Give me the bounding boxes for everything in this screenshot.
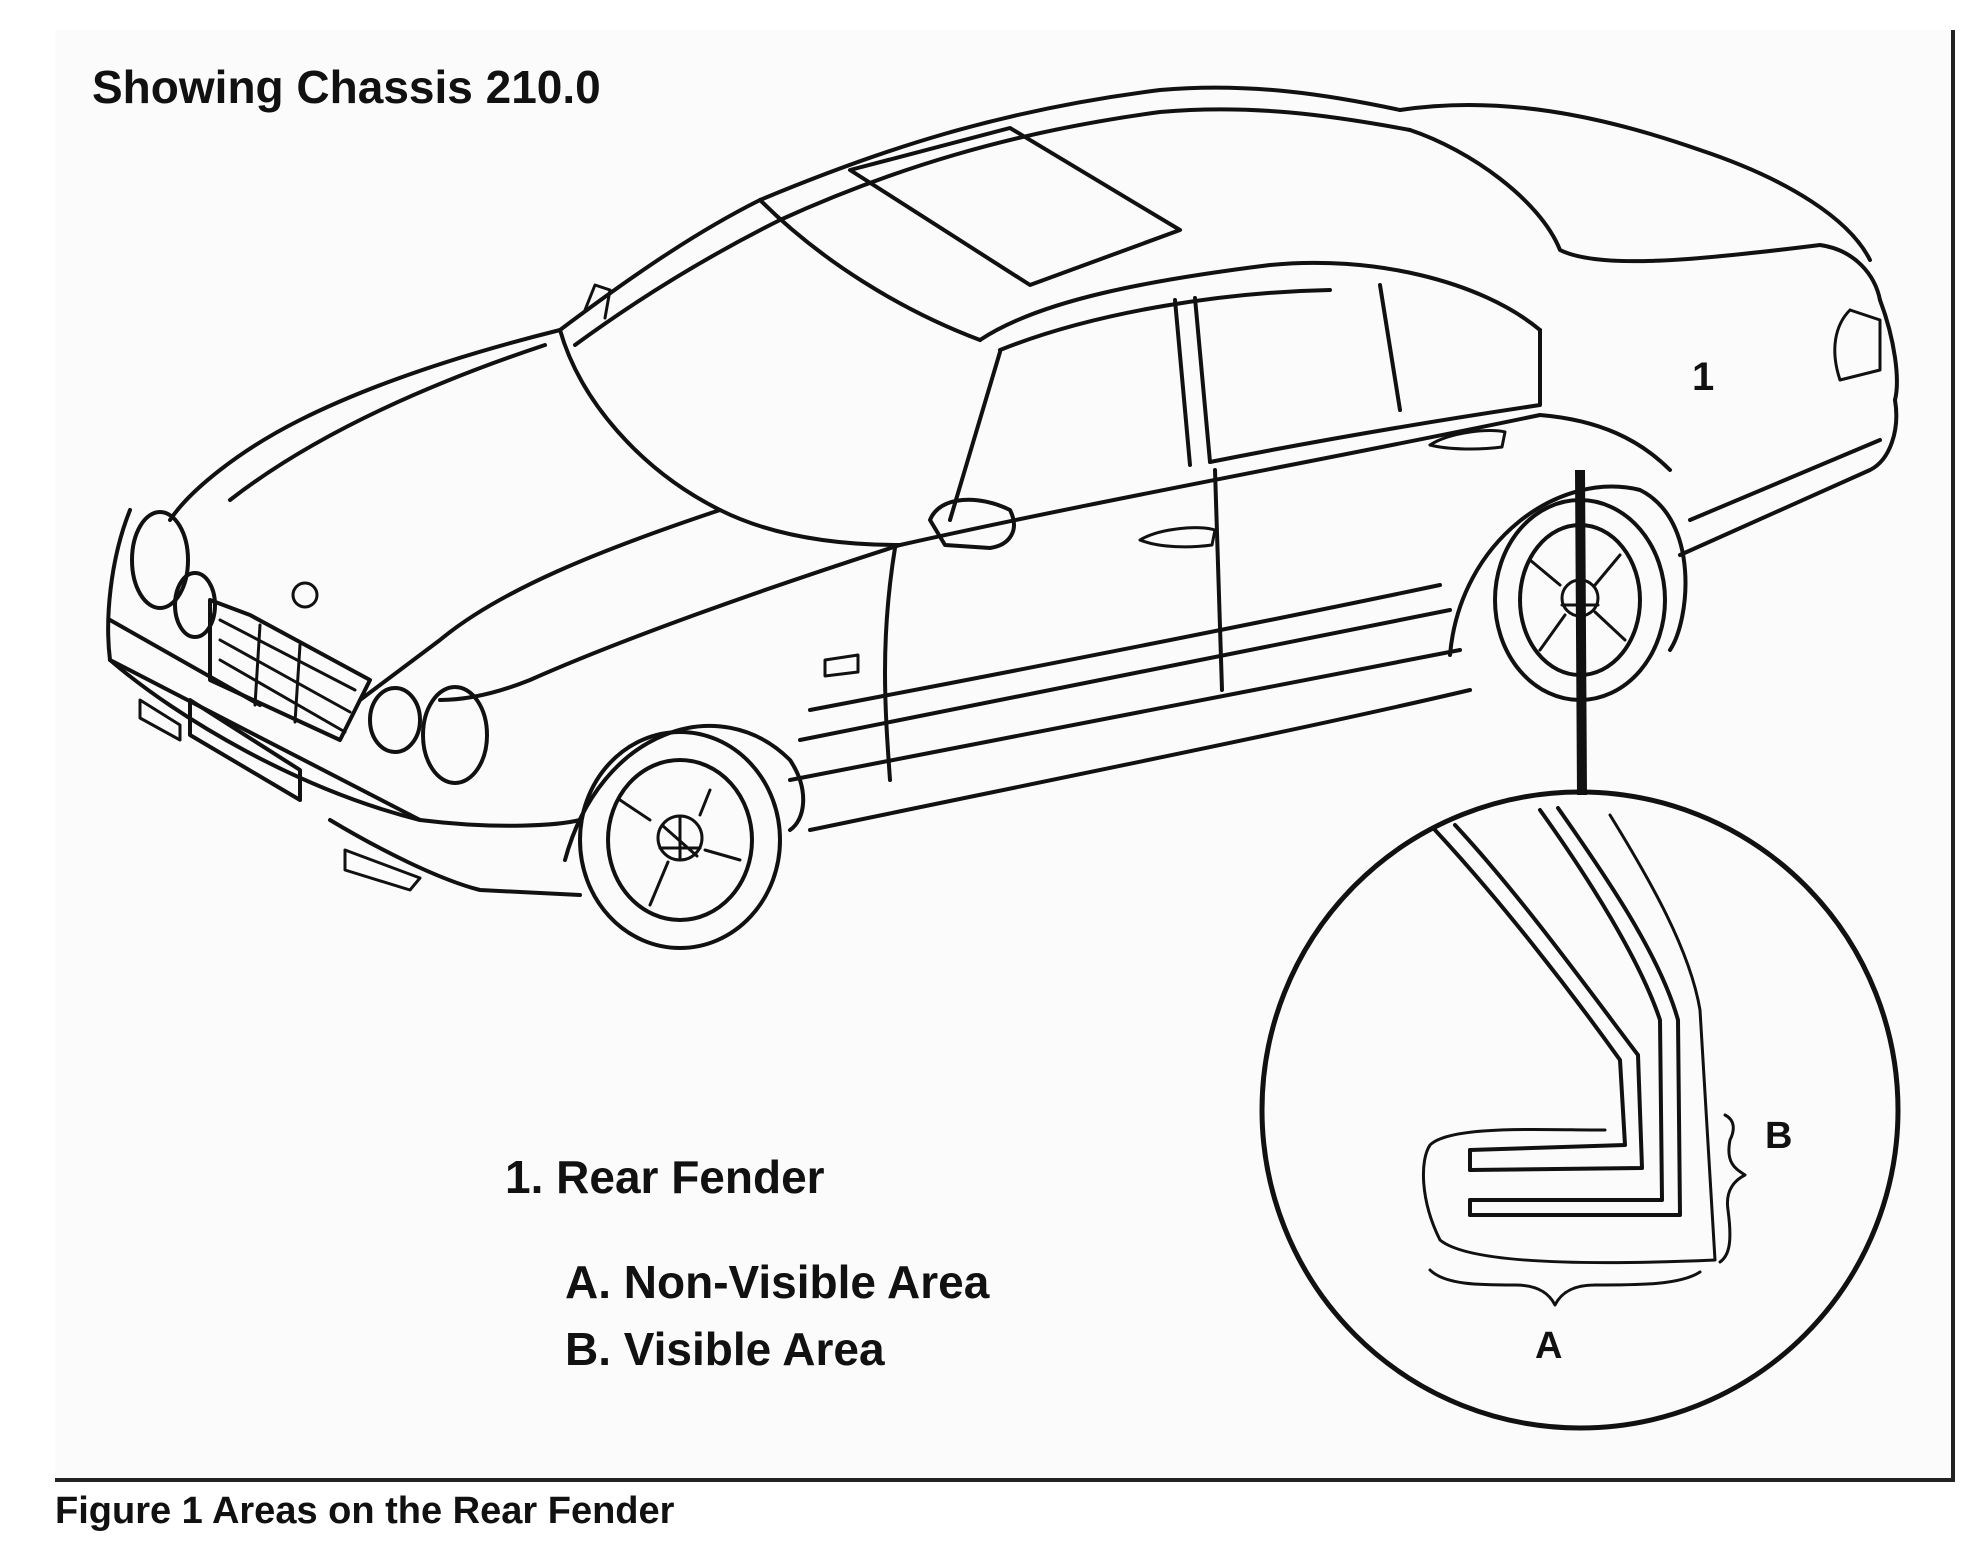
legend-item-visible-area: B. Visible Area [565, 1323, 885, 1375]
callout-a-label: A [1535, 1325, 1563, 1367]
figure-caption: Figure 1 Areas on the Rear Fender [55, 1490, 675, 1532]
callout-part-number: 1 [1692, 355, 1715, 399]
rear-wheel [1448, 484, 1688, 702]
callout-b-label: B [1765, 1115, 1793, 1157]
car-body-outline [106, 85, 1899, 897]
legend-item-non-visible-area: A. Non-Visible Area [565, 1256, 990, 1308]
front-wheel [578, 730, 782, 950]
figure-frame [55, 30, 1955, 1482]
detail-circle [1259, 789, 1901, 1431]
legend-item-rear-fender: 1. Rear Fender [505, 1151, 825, 1203]
detail-pointer [1575, 469, 1587, 796]
diagram-title: Showing Chassis 210.0 [92, 61, 601, 113]
